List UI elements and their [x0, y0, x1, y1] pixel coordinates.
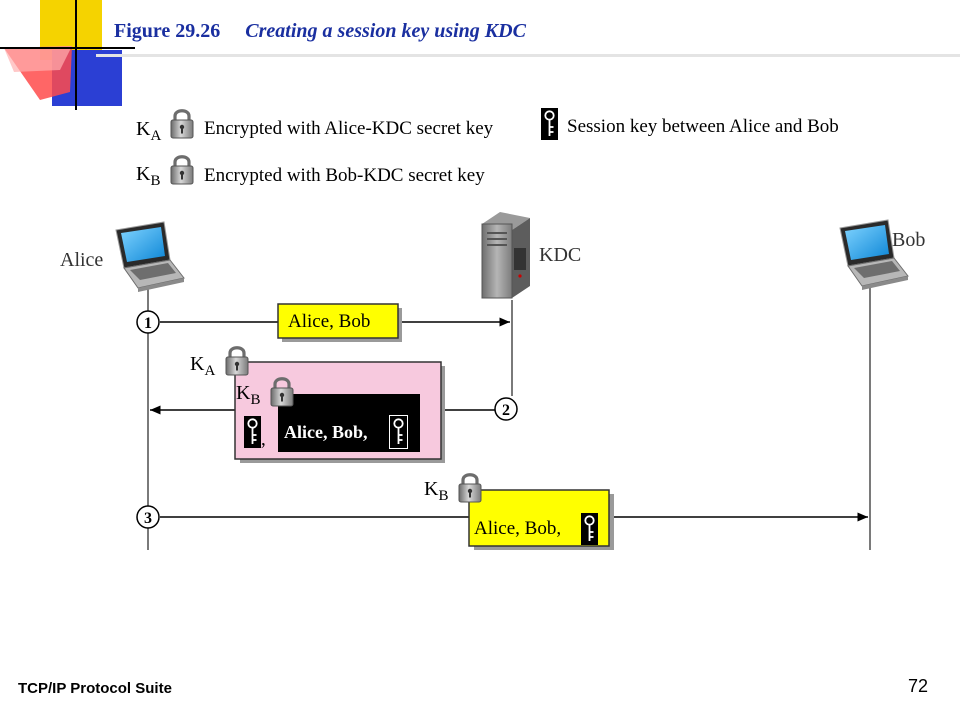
step-2-badge: [494, 397, 518, 421]
step-2: 2 KA KB , Alice, Bob,: [150, 346, 518, 463]
session-key-icon: [389, 415, 408, 449]
session-key-icon: [243, 415, 262, 449]
step-1-content: Alice, Bob: [288, 311, 370, 332]
lock-icon: [224, 346, 250, 377]
step-3-key-label: KB: [424, 478, 448, 504]
lock-icon: [169, 155, 195, 186]
step-3-number: 3: [144, 510, 152, 527]
legend-kb-desc: Encrypted with Bob-KDC secret key: [204, 165, 485, 186]
step-2-number: 2: [502, 402, 510, 419]
step-1: 1 Alice, Bob: [136, 303, 510, 342]
step-3-content: Alice, Bob,: [474, 518, 561, 539]
session-key-icon: [580, 512, 599, 546]
legend-ka-desc: Encrypted with Alice-KDC secret key: [204, 118, 494, 139]
kdc-label: KDC: [539, 244, 581, 266]
legend: KA Encrypted with Alice-KDC secret key K…: [136, 107, 839, 189]
step-2-session-comma: ,: [261, 429, 266, 450]
figure-title: Figure 29.26 Creating a session key usin…: [114, 20, 527, 42]
alice-node: Alice: [60, 221, 185, 293]
step-1-number: 1: [144, 315, 152, 332]
slide-decoration: [0, 0, 960, 110]
legend-session-desc: Session key between Alice and Bob: [567, 116, 839, 137]
bob-label: Bob: [892, 229, 925, 251]
step-2-inner-key-label: KB: [236, 382, 260, 408]
page-number: 72: [907, 676, 928, 696]
session-key-icon: [540, 107, 559, 141]
step-1-message: [277, 303, 399, 339]
laptop-icon: [115, 221, 185, 293]
step-2-inner-content: Alice, Bob,: [284, 422, 368, 442]
step-3-badge: [136, 505, 160, 529]
figure-caption: Creating a session key using KDC: [245, 20, 526, 42]
lock-icon: [169, 109, 195, 140]
figure-number: Figure 29.26: [114, 20, 220, 42]
lock-icon: [457, 473, 483, 504]
server-icon: [481, 223, 513, 299]
legend-ka-label: KA: [136, 118, 161, 144]
legend-kb-label: KB: [136, 163, 160, 189]
bob-node: Bob: [839, 219, 925, 291]
step-2-outer-key-label: KA: [190, 353, 215, 379]
alice-label: Alice: [60, 249, 103, 271]
footer-course-title: TCP/IP Protocol Suite: [18, 680, 172, 697]
kdc-node: KDC: [481, 212, 581, 299]
step-3: 3 KB Alice, Bob,: [136, 473, 868, 550]
step-1-badge: [136, 310, 160, 334]
